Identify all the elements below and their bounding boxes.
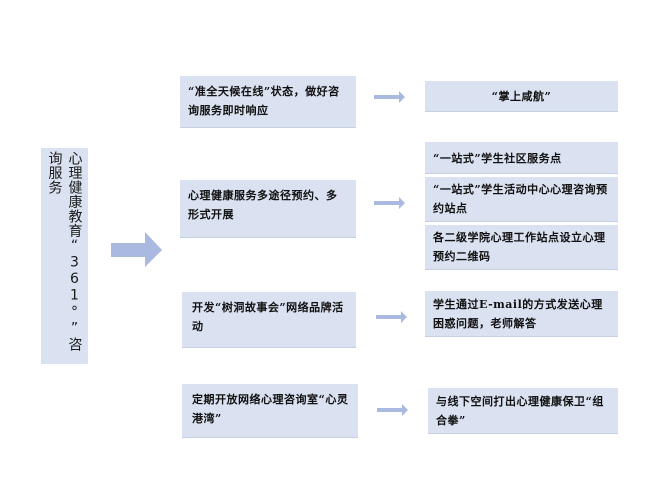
row4-arrow — [377, 404, 408, 416]
target-text: 与线下空间打出心理健康保卫“组合拳” — [436, 395, 604, 427]
target-text: 各二级学院心理工作站点设立心理预约二维码 — [433, 231, 606, 263]
target-box-community-station: “一站式”学生社区服务点 — [425, 142, 618, 174]
target-text: “一站式”学生活动中心心理咨询预约站点 — [433, 183, 608, 215]
source-text: 心理健康服务多途径预约、多形式开展 — [188, 189, 338, 221]
main-block-arrow — [111, 232, 162, 267]
source-box-realtime-response: “准全天候在线”状态，做好咨询服务即时响应 — [180, 76, 356, 128]
source-box-online-counseling: 定期开放网络心理咨询室“心灵港湾” — [182, 384, 358, 438]
target-box-activity-center: “一站式”学生活动中心心理咨询预约站点 — [425, 177, 618, 222]
target-box-app: “掌上咸航” — [425, 81, 618, 112]
row1-arrow — [374, 91, 405, 103]
target-text: “掌上咸航” — [491, 89, 552, 103]
row2-arrow — [374, 197, 405, 209]
target-box-qr-code: 各二级学院心理工作站点设立心理预约二维码 — [425, 225, 618, 270]
source-box-tree-hole: 开发“树洞故事会”网络品牌活动 — [182, 292, 356, 348]
root-title-box: 心理健康教育“361°”咨询服务 — [41, 148, 88, 364]
target-box-combination: 与线下空间打出心理健康保卫“组合拳” — [428, 388, 618, 434]
source-box-multi-channel: 心理健康服务多途径预约、多形式开展 — [180, 180, 356, 238]
root-title: 心理健康教育“361°”咨询服务 — [46, 151, 83, 352]
target-text: “一站式”学生社区服务点 — [433, 152, 562, 165]
row3-arrow — [376, 311, 407, 323]
source-text: “准全天候在线”状态，做好咨询服务即时响应 — [188, 85, 340, 117]
target-box-email: 学生通过E-mail的方式发送心理困惑问题，老师解答 — [425, 291, 618, 337]
target-text: 学生通过E-mail的方式发送心理困惑问题，老师解答 — [433, 298, 603, 330]
source-text: 开发“树洞故事会”网络品牌活动 — [192, 301, 344, 333]
source-text: 定期开放网络心理咨询室“心灵港湾” — [192, 393, 349, 425]
